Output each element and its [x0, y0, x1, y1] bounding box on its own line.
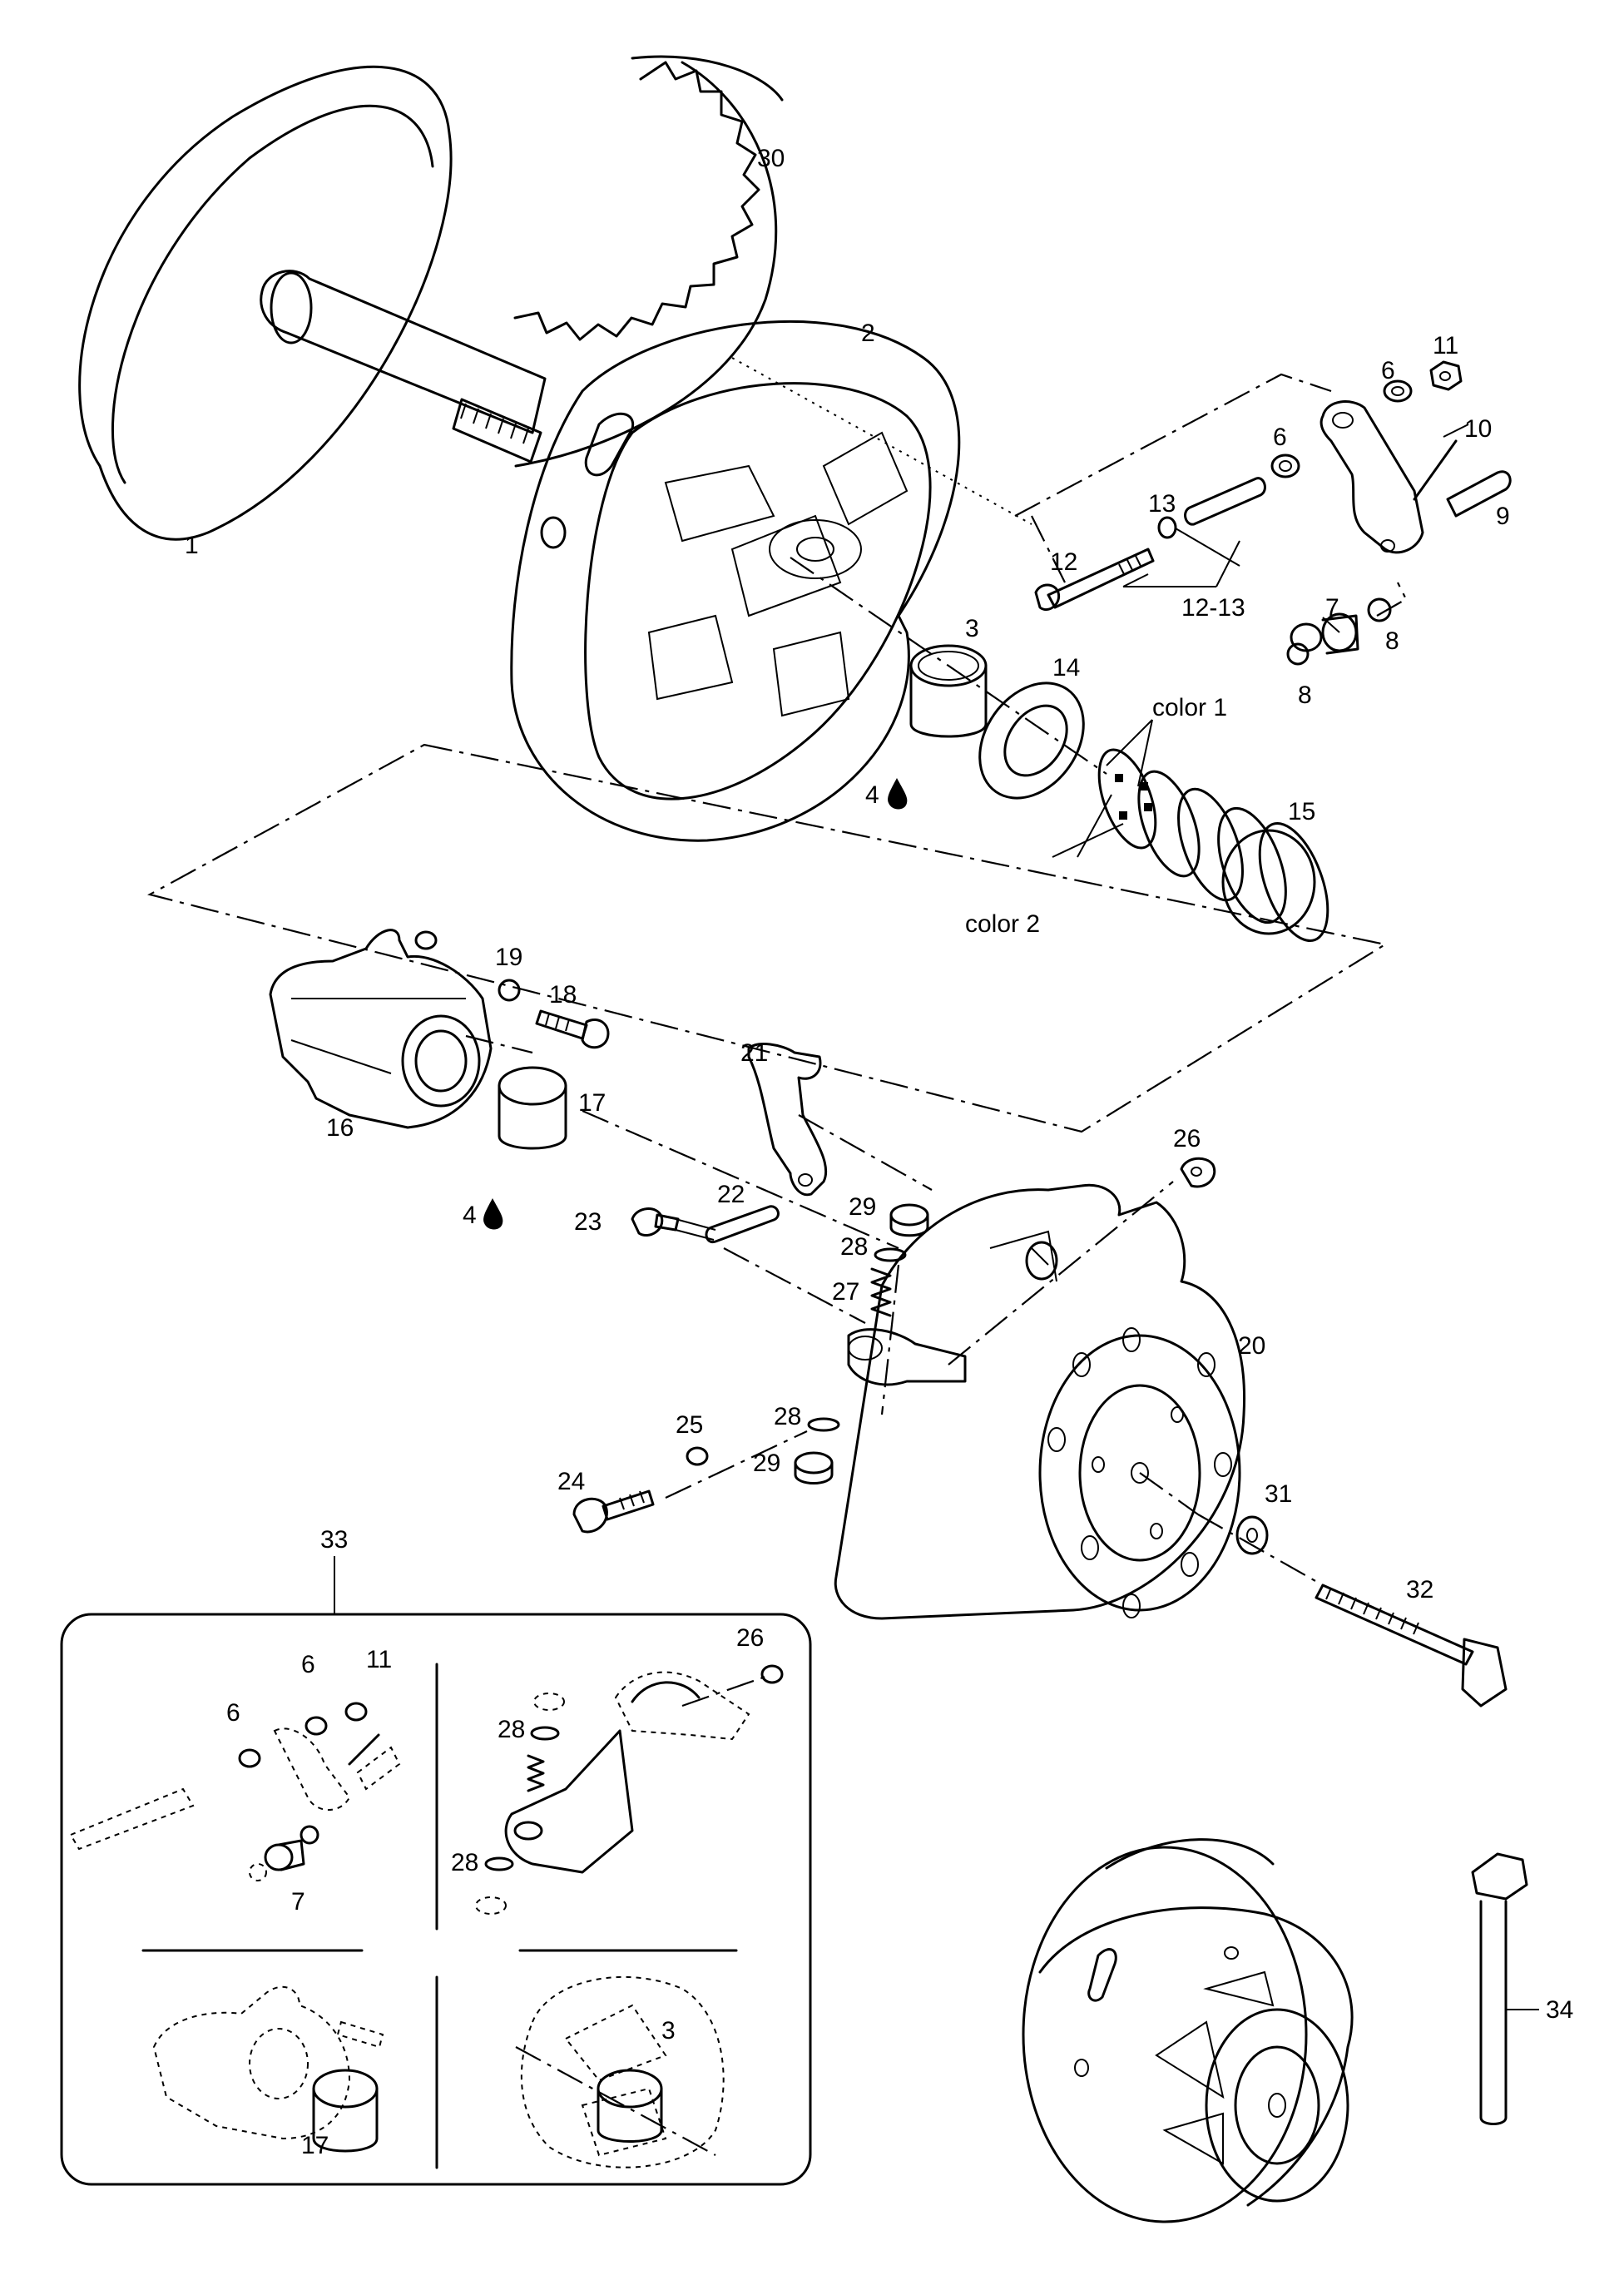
callout-10: 10	[1464, 415, 1492, 443]
callout-20: 20	[1238, 1332, 1265, 1360]
callout-14: 14	[1052, 654, 1080, 682]
assembly-guides	[147, 373, 1408, 1586]
callout-26: 26	[1173, 1125, 1201, 1152]
callout-color-2: color 2	[965, 910, 1040, 938]
callout-15: 15	[1288, 798, 1315, 825]
callout-4: 4	[463, 1202, 477, 1229]
movable-sheave-part-2	[510, 320, 1032, 842]
callout-6: 6	[1273, 424, 1287, 451]
drive-belt-part-30	[513, 55, 784, 468]
inset-callout-3: 3	[661, 2017, 676, 2045]
callout-8: 8	[1298, 682, 1312, 709]
callout-32: 32	[1406, 1576, 1433, 1603]
assembled-clutch-view	[1022, 1838, 1354, 2223]
callout-28: 28	[840, 1233, 868, 1261]
callout-23: 23	[574, 1208, 602, 1236]
roller-arm-group	[1034, 360, 1512, 666]
inset-callout-26: 26	[736, 1624, 764, 1652]
callout-12: 12	[1050, 548, 1077, 576]
callout-7: 7	[1325, 594, 1339, 622]
callout-22: 22	[717, 1181, 745, 1208]
callout-21: 21	[740, 1039, 768, 1067]
inset-callout-6: 6	[301, 1651, 315, 1678]
governor-cup-part-20	[834, 1157, 1246, 1620]
small-parts-20-group	[572, 1043, 1508, 1708]
callout-18: 18	[549, 981, 577, 1009]
inset-callout-28: 28	[451, 1849, 478, 1876]
puller-bolt-part-34	[1471, 1852, 1539, 2125]
inset-callout-labels: 6 11 6 7 26 28 28 17 3	[226, 1624, 764, 2159]
callout-31: 31	[1265, 1480, 1292, 1508]
callout-24: 24	[557, 1468, 585, 1495]
oil-drop-icon	[483, 1198, 503, 1230]
spider-assembly	[269, 929, 610, 1150]
fixed-sheave-part-1	[78, 65, 547, 541]
callout-30: 30	[757, 145, 785, 172]
leader-lines	[1052, 424, 1469, 858]
callout-13: 13	[1148, 490, 1176, 518]
callout-25: 25	[676, 1411, 703, 1439]
inset-kit-33	[60, 1556, 812, 2186]
oil-drop-icon	[888, 778, 908, 810]
callout-33: 33	[320, 1526, 348, 1554]
callout-8: 8	[1385, 627, 1399, 655]
inset-callout-11: 11	[366, 1646, 392, 1673]
callout-1: 1	[185, 532, 199, 559]
inset-callout-6: 6	[226, 1699, 240, 1727]
callout-28: 28	[774, 1403, 801, 1430]
bushing-part-3	[909, 644, 988, 738]
callout-11: 11	[1433, 332, 1458, 359]
callout-27: 27	[832, 1278, 859, 1306]
callout-labels: 1 30 2 6 11 10 6 9 13 12 12-13 7 8 8 3 1…	[185, 145, 1573, 2024]
inset-callout-7: 7	[291, 1888, 305, 1916]
callout-12-13: 12-13	[1181, 594, 1245, 622]
callout-9: 9	[1496, 503, 1510, 530]
callout-3: 3	[965, 615, 979, 642]
spring-part-15	[1097, 748, 1329, 943]
callout-34: 34	[1546, 1996, 1573, 2024]
callout-19: 19	[495, 944, 522, 971]
callout-6: 6	[1381, 357, 1395, 384]
inset-callout-17: 17	[301, 2132, 329, 2159]
callout-color-1: color 1	[1152, 694, 1227, 721]
callout-29: 29	[753, 1450, 780, 1477]
callout-16: 16	[326, 1114, 354, 1142]
callout-29: 29	[849, 1193, 876, 1221]
callout-4: 4	[865, 781, 879, 809]
callout-17: 17	[578, 1089, 606, 1117]
inset-callout-28: 28	[498, 1716, 525, 1743]
callout-2: 2	[861, 320, 875, 347]
washer-part-14	[978, 682, 1085, 800]
